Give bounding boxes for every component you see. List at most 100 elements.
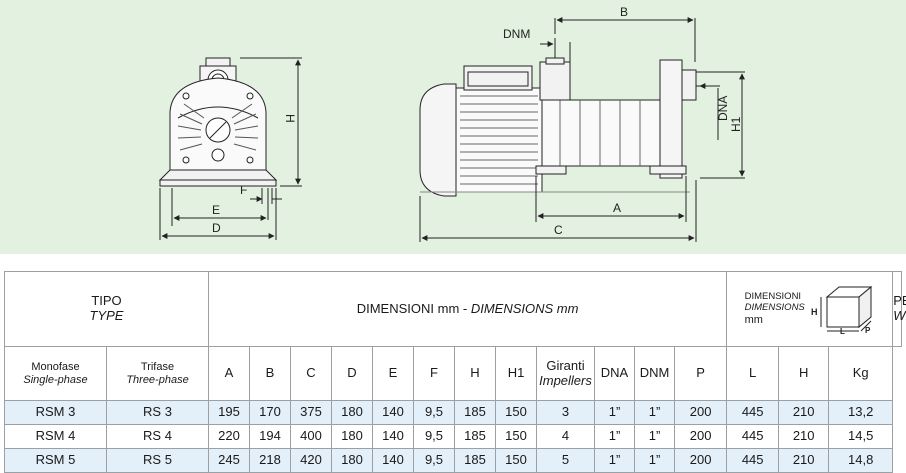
box-label-en: DIMENSIONS [744,301,805,313]
cell-l: 445 [726,448,780,473]
cell-impellers: 5 [536,448,595,473]
cell-dnm: 1” [634,400,675,425]
cell-mono: RSM 5 [4,448,107,473]
col-header-a: A [208,346,250,401]
cell-h1: 150 [495,448,537,473]
dim-label-h1: H1 [729,116,743,132]
side-view: DNM B DNA H1 A C [419,5,745,242]
cell-tri: RS 4 [106,424,209,449]
type-label-en: TYPE [89,308,124,323]
cell-p: 200 [673,424,728,449]
col-header-h1: H1 [495,346,537,401]
dim-label-d: D [212,221,221,235]
cell-a: 220 [208,424,250,449]
cell-h1: 150 [495,424,537,449]
box-icon-l: L [840,327,845,335]
cell-f: 9,5 [413,448,455,473]
dim-label-f: F [240,183,247,197]
cell-p: 200 [673,448,728,473]
cell-c: 375 [290,400,332,425]
cell-kg: 13,2 [828,400,894,425]
col-header-kg: Kg [828,346,894,401]
single-phase-label-en: Single-phase [23,373,88,386]
cell-l: 445 [726,424,780,449]
cell-e: 140 [372,448,414,473]
box-dimensions-header: DIMENSIONI DIMENSIONS mm H L P [726,271,894,347]
impellers-label: Giranti [546,357,585,373]
table-row: RSM 3 RS 3 195 170 375 180 140 9,5 185 1… [4,400,902,425]
col-header-b: B [249,346,291,401]
cell-a: 245 [208,448,250,473]
box-dimensions-icon: H L P [811,285,873,335]
dimensions-header: DIMENSIONI mm - DIMENSIONS mm [207,271,728,347]
cell-tri: RS 5 [106,448,209,473]
cell-dna: 1” [594,424,635,449]
technical-drawing-panel: H F E D [0,0,906,254]
dimensions-label: DIMENSIONI mm - [356,300,471,316]
cell-h: 185 [454,424,496,449]
dim-label-b: B [620,5,628,19]
cell-tri: RS 3 [106,400,209,425]
cell-d: 180 [331,424,373,449]
box-icon-h: H [811,307,818,317]
dim-label-h: H [283,114,297,123]
cell-d: 180 [331,400,373,425]
col-header-e: E [372,346,414,401]
cell-l: 445 [726,400,780,425]
cell-a: 195 [208,400,250,425]
weight-label: PESO [893,293,906,309]
table-row: RSM 5 RS 5 245 218 420 180 140 9,5 185 1… [4,448,902,473]
cell-impellers: 3 [536,400,595,425]
pump-drawing: H F E D [158,5,745,242]
cell-h1: 150 [495,400,537,425]
col-header-p: P [673,346,728,401]
col-header-dna: DNA [594,346,635,401]
table-row: RSM 4 RS 4 220 194 400 180 140 9,5 185 1… [4,424,902,449]
cell-p: 200 [673,400,728,425]
col-header-box-h: H [778,346,830,401]
cell-e: 140 [372,400,414,425]
dim-label-dna: DNA [716,96,730,121]
cell-impellers: 4 [536,424,595,449]
dim-label-a: A [613,201,621,215]
cell-box-h: 210 [778,400,830,425]
col-header-d: D [331,346,373,401]
specification-table: TIPO TYPE DIMENSIONI mm - DIMENSIONS mm … [4,271,906,473]
cell-f: 9,5 [413,400,455,425]
single-phase-label: Monofase [31,360,80,373]
impellers-label-en: Impellers [539,372,592,388]
single-phase-header: Monofase Single-phase [4,346,107,401]
dim-label-dnm: DNM [503,27,530,41]
weight-header: PESO WEIGHT [892,271,906,347]
dimensions-label-en: DIMENSIONS mm [470,300,579,316]
cell-dnm: 1” [634,424,675,449]
col-header-l: L [726,346,780,401]
dim-label-c: C [554,223,563,237]
box-unit: mm [744,313,763,326]
three-phase-label-en: Three-phase [126,373,189,386]
cell-dna: 1” [594,448,635,473]
cell-h: 185 [454,448,496,473]
cell-box-h: 210 [778,448,830,473]
box-label: DIMENSIONI [744,290,802,302]
cell-b: 194 [249,424,291,449]
cell-e: 140 [372,424,414,449]
cell-kg: 14,8 [828,448,894,473]
cell-b: 170 [249,400,291,425]
cell-dna: 1” [594,400,635,425]
type-header: TIPO TYPE [4,271,209,347]
cell-c: 420 [290,448,332,473]
dim-label-e: E [212,203,220,217]
cell-kg: 14,5 [828,424,894,449]
three-phase-header: Trifase Three-phase [106,346,209,401]
cell-d: 180 [331,448,373,473]
cell-f: 9,5 [413,424,455,449]
cell-mono: RSM 4 [4,424,107,449]
col-header-c: C [290,346,332,401]
cell-box-h: 210 [778,424,830,449]
cell-b: 218 [249,448,291,473]
cell-c: 400 [290,424,332,449]
cell-dnm: 1” [634,448,675,473]
three-phase-label: Trifase [140,360,175,373]
impellers-header: Giranti Impellers [536,346,595,401]
